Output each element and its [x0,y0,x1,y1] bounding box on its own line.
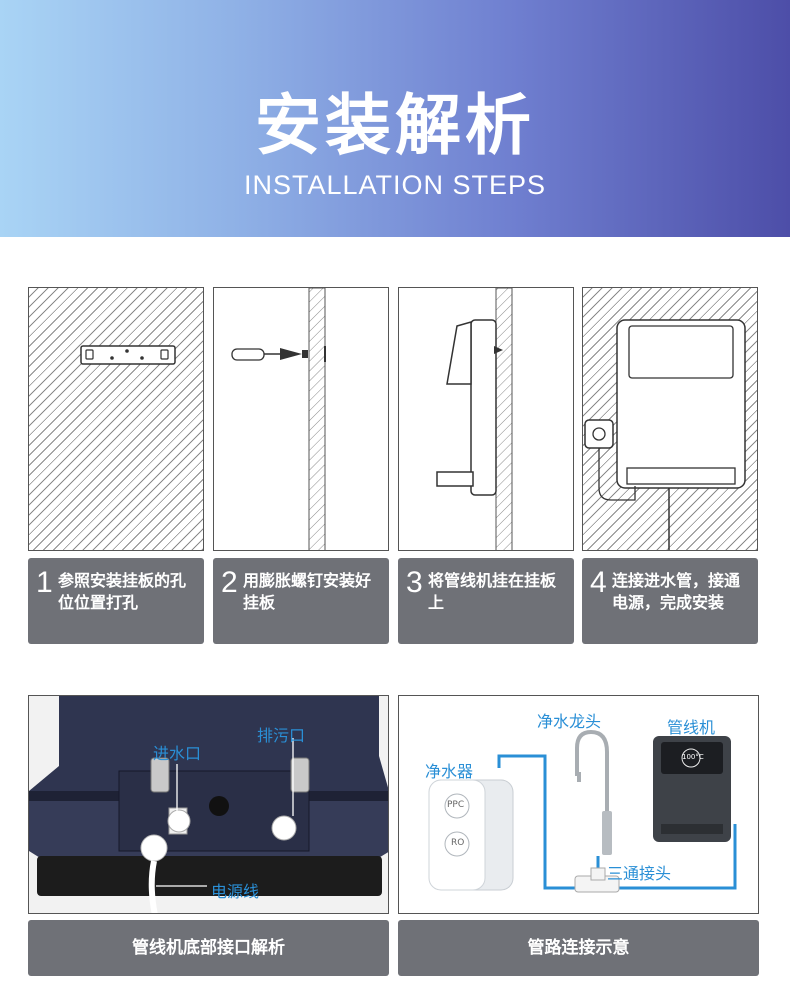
caption-bottom-interface: 管线机底部接口解析 [28,920,389,976]
pipe-diagram-drawing [428,729,737,893]
tee-connector-label: 三通接头 [607,864,672,883]
banner-title: 安装解析 [255,87,535,164]
banner-subtitle: INSTALLATION STEPS [243,170,547,200]
step-number: 2 [221,566,238,599]
pipe-diagram: 净水龙头 管线机 净水器 三通接头 PPC RO 100°C [398,695,759,914]
step1-illustration [28,287,204,551]
step-description: 连接进水管，接通电源，完成安装 [612,571,741,612]
caption-pipe-diagram: 管路连接示意 [398,920,759,976]
step-card-2: 2 用膨胀螺钉安装好挂板 [213,558,389,644]
connect-power-illustration [584,319,746,550]
dispenser-display: 100°C [682,753,704,761]
step3-illustration [398,287,574,551]
step-card-3: 3 将管线机挂在挂板上 [398,558,574,644]
dispenser-label: 管线机 [667,718,716,737]
step-description: 用膨胀螺钉安装好挂板 [243,571,372,612]
ro-filter-label: RO [451,838,465,848]
step-description: 参照安装挂板的孔位位置打孔 [58,571,187,612]
step-number: 4 [590,566,607,599]
step4-illustration [582,287,758,551]
header-banner: 安装解析 INSTALLATION STEPS [0,0,790,237]
screw-anchor-illustration [231,288,326,550]
step-number: 1 [36,566,53,599]
step-card-1: 1 参照安装挂板的孔位位置打孔 [28,558,204,644]
device-bottom-drawing [29,696,388,913]
step2-illustration [213,287,389,551]
inlet-label: 进水口 [153,744,202,763]
step-number: 3 [406,566,423,599]
step-description: 将管线机挂在挂板上 [428,571,557,612]
power-cord-label: 电源线 [211,882,260,901]
mounting-plate-illustration [80,345,176,365]
ppc-filter-label: PPC [447,800,465,810]
drain-label: 排污口 [257,726,306,745]
purifier-label: 净水器 [425,762,474,781]
step-card-4: 4 连接进水管，接通电源，完成安装 [582,558,758,644]
faucet-label: 净水龙头 [537,712,602,731]
hang-dispenser-illustration [436,288,513,550]
device-bottom-photo: 进水口 排污口 电源线 [28,695,389,914]
